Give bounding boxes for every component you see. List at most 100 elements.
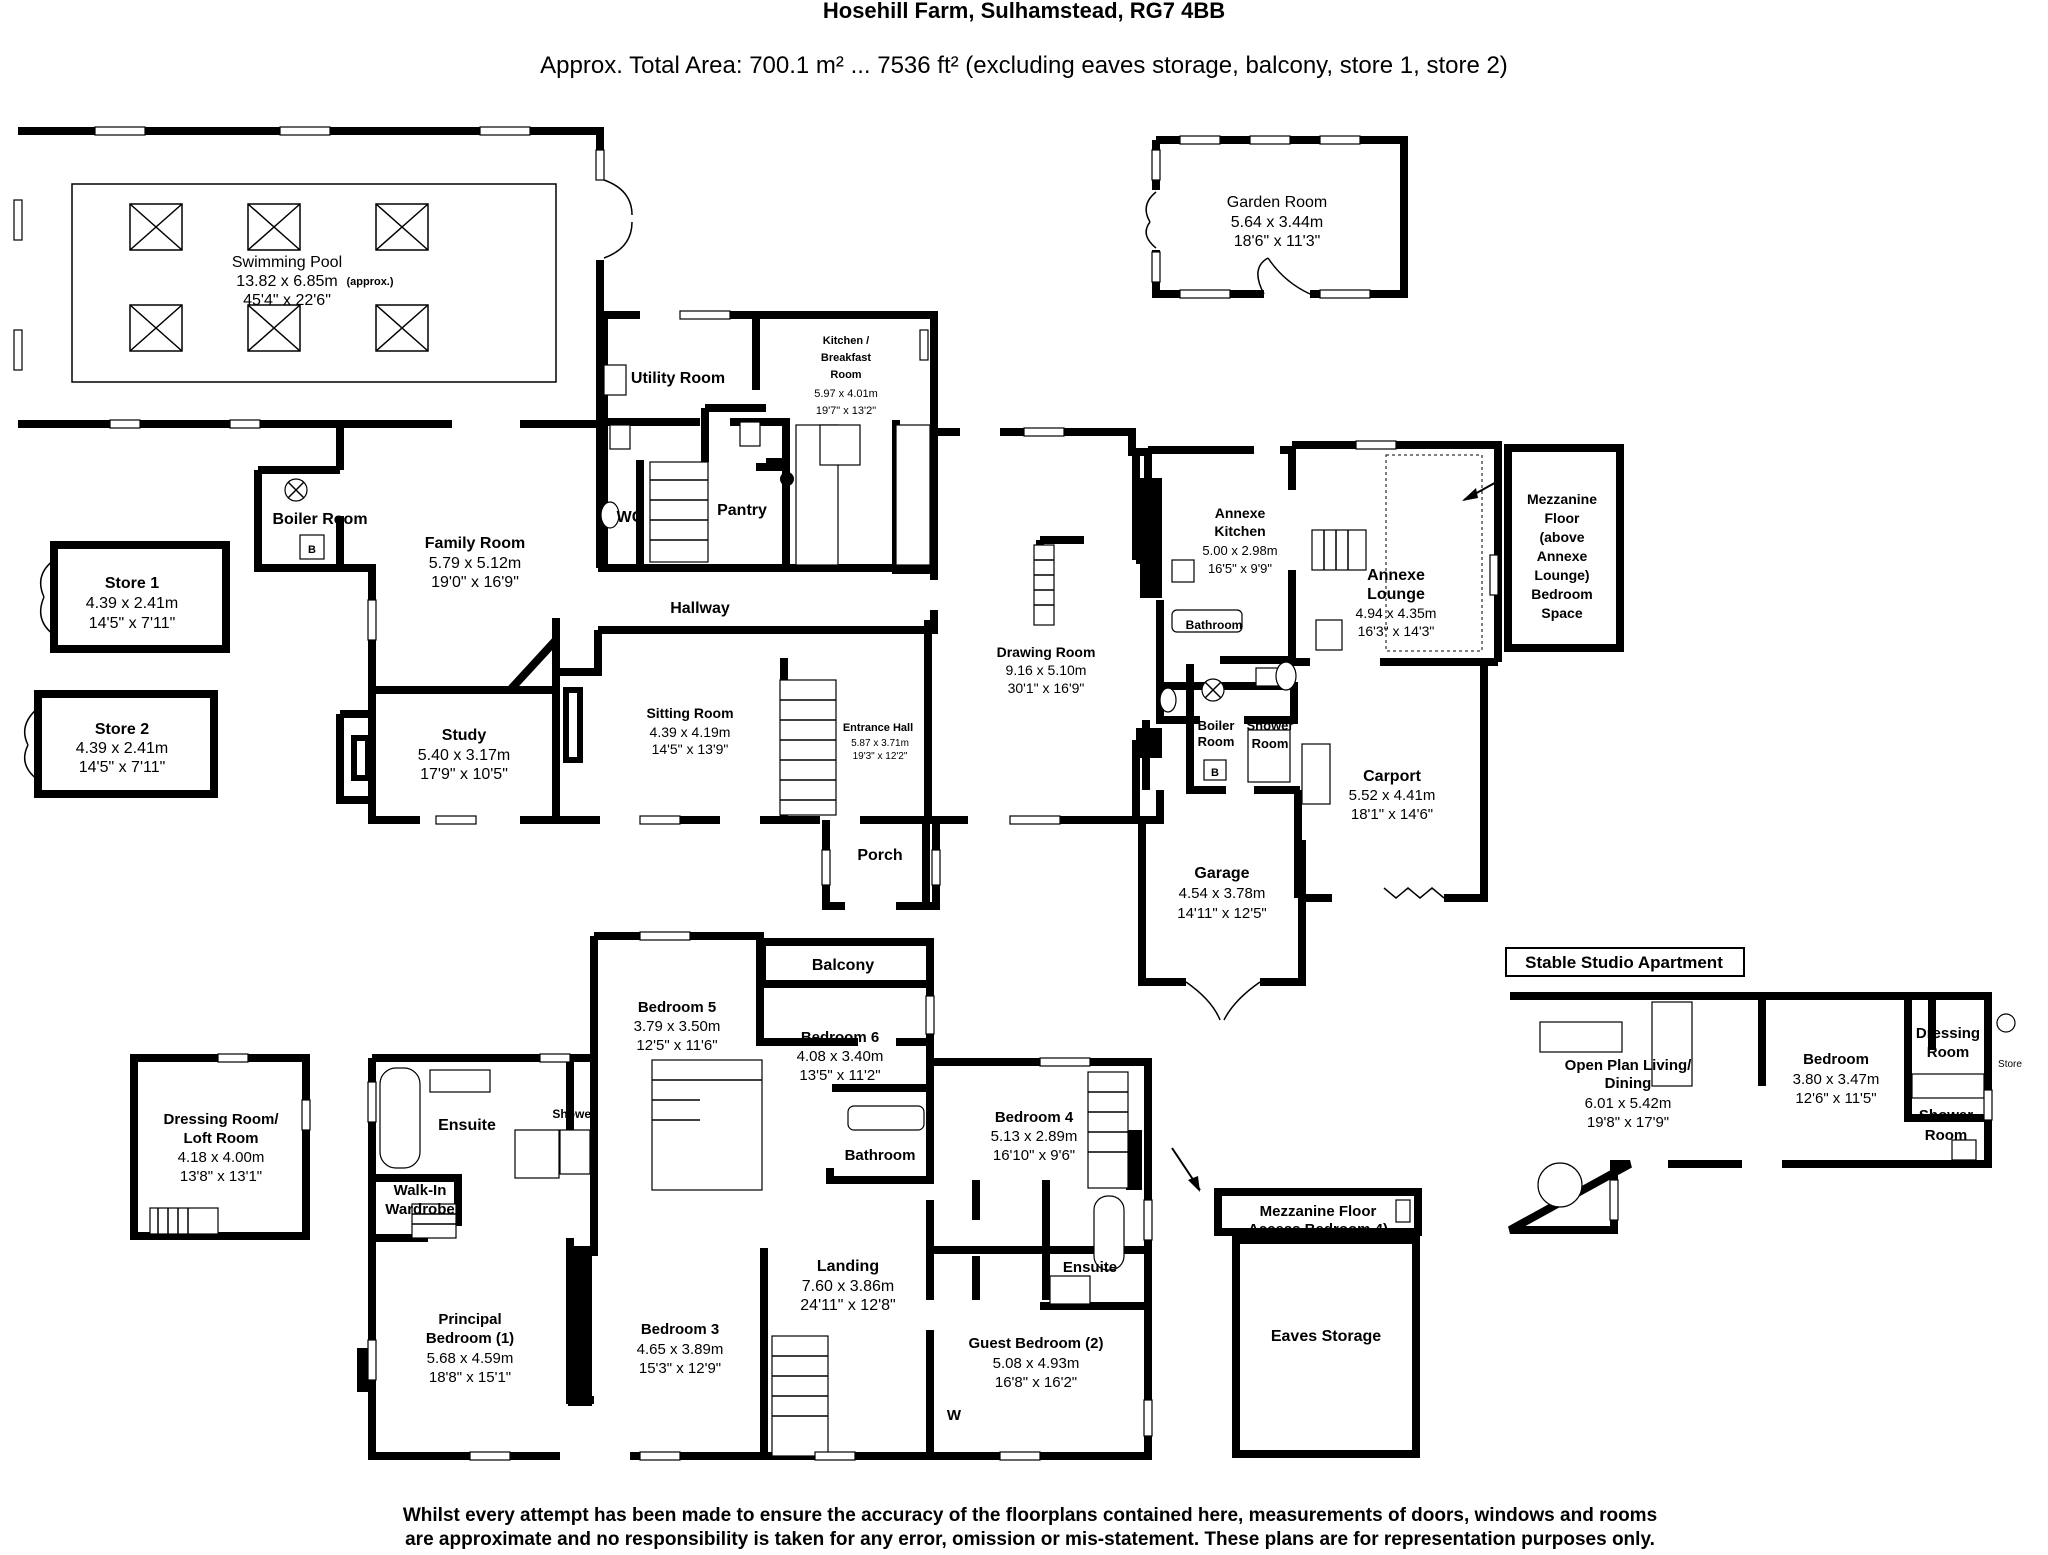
disclaimer-line-2: are approximate and no responsibility is…	[405, 1529, 1655, 1550]
shower-principal-label: Shower	[552, 1107, 596, 1121]
eaves-storage-walls	[1171, 1147, 1422, 1458]
drawing-room-imperial: 30'1" x 16'9"	[1008, 680, 1085, 696]
guest-bedroom-imperial: 16'8" x 16'2"	[995, 1374, 1077, 1391]
page-title: Hosehill Farm, Sulhamstead, RG7 4BB	[822, 0, 1226, 23]
garden-room-name: Garden Room	[1227, 194, 1328, 211]
annexe-shower-label-1: Shower	[1247, 718, 1294, 733]
annexe-lounge-imperial: 16'3" x 14'3"	[1358, 623, 1435, 639]
landing-imperial: 24'11" x 12'8"	[800, 1297, 895, 1314]
annexe-lounge-label-2: Lounge	[1367, 586, 1425, 603]
swimming-pool-metric: 13.82 x 6.85m	[236, 273, 337, 290]
kitchen-metric: 5.97 x 4.01m	[814, 388, 878, 400]
stable-studio-walls	[1505, 947, 2016, 1234]
principal-bedroom-metric: 5.68 x 4.59m	[427, 1350, 514, 1367]
bedroom6-imperial: 13'5" x 11'2"	[799, 1067, 880, 1084]
mezzanine-annexe-line-1: Mezzanine	[1527, 491, 1597, 507]
swimming-pool-name: Swimming Pool	[232, 254, 342, 271]
study-label: Study	[442, 727, 487, 744]
stable-shower-label-1: Shower	[1919, 1107, 1973, 1124]
store1-label: Store 1	[105, 575, 159, 592]
stable-store-label: Store	[1998, 1059, 2022, 1070]
first-floor-fittings	[357, 931, 1153, 1461]
dressing-loft-label-2: Loft Room	[184, 1130, 259, 1147]
annexe-kitchen-label-2: Kitchen	[1214, 523, 1265, 539]
eaves-storage-label: Eaves Storage	[1271, 1328, 1381, 1345]
carport-imperial: 18'1" x 14'6"	[1351, 806, 1433, 823]
garage-label: Garage	[1194, 865, 1249, 882]
principal-bedroom-label-1: Principal	[438, 1311, 501, 1328]
mezzanine-annexe-line-3: (above	[1539, 529, 1584, 545]
stable-dressing-label-1: Dressing	[1916, 1025, 1980, 1042]
bedroom3-metric: 4.65 x 3.89m	[637, 1341, 724, 1358]
sitting-room-metric: 4.39 x 4.19m	[650, 724, 731, 740]
bedroom4-imperial: 16'10" x 9'6"	[993, 1147, 1075, 1164]
annexe-kitchen-label-1: Annexe	[1215, 505, 1266, 521]
annexe-lounge-label-1: Annexe	[1367, 567, 1425, 584]
mezzanine-bed4-line-1: Mezzanine Floor	[1260, 1203, 1377, 1220]
principal-bedroom-imperial: 18'8" x 15'1"	[429, 1369, 511, 1386]
drawing-room-metric: 9.16 x 5.10m	[1006, 662, 1087, 678]
store2-metric: 4.39 x 2.41m	[76, 740, 169, 757]
study-metric: 5.40 x 3.17m	[418, 747, 511, 764]
garden-room-walls	[1145, 135, 1408, 299]
stable-bedroom-label: Bedroom	[1803, 1051, 1869, 1068]
ensuite-principal-label: Ensuite	[438, 1117, 496, 1134]
dressing-loft-metric: 4.18 x 4.00m	[178, 1149, 265, 1166]
mezzanine-bed4-line-2: Access Bedroom 4)	[1248, 1221, 1388, 1238]
store1-metric: 4.39 x 2.41m	[86, 595, 179, 612]
swimming-pool-imperial: 45'4" x 22'6"	[243, 292, 331, 309]
bedroom6-metric: 4.08 x 3.40m	[797, 1048, 884, 1065]
stable-living-metric: 6.01 x 5.42m	[1585, 1095, 1672, 1112]
drawing-room-label: Drawing Room	[997, 644, 1096, 660]
mezzanine-annexe-line-5: Lounge)	[1534, 567, 1589, 583]
sitting-room-imperial: 14'5" x 13'9"	[652, 741, 729, 757]
boiler-badge: B	[308, 544, 316, 556]
balcony-label: Balcony	[812, 957, 874, 974]
stable-shower-label-2: Room	[1925, 1127, 1968, 1144]
kitchen-label-1: Kitchen /	[823, 335, 869, 347]
bedroom3-imperial: 15'3" x 12'9"	[639, 1360, 721, 1377]
dressing-loft-walls	[130, 1053, 311, 1240]
bedroom6-label: Bedroom 6	[801, 1029, 879, 1046]
guest-bedroom-label: Guest Bedroom (2)	[968, 1335, 1103, 1352]
walk-in-wardrobe-label-2: Wardrobe	[385, 1201, 454, 1218]
garage-imperial: 14'11" x 12'5"	[1177, 905, 1267, 922]
carport-metric: 5.52 x 4.41m	[1349, 787, 1436, 804]
page-subtitle: Approx. Total Area: 700.1 m² ... 7536 ft…	[540, 52, 1508, 79]
bedroom3-label: Bedroom 3	[641, 1321, 719, 1338]
store2-imperial: 14'5" x 7'11"	[79, 759, 166, 776]
annexe-kitchen-imperial: 16'5" x 9'9"	[1208, 561, 1272, 576]
stable-bedroom-imperial: 12'6" x 11'5"	[1795, 1090, 1876, 1107]
annexe-shower-label-2: Room	[1252, 736, 1289, 751]
walk-in-wardrobe-label-1: Walk-In	[394, 1182, 447, 1199]
porch-label: Porch	[857, 847, 902, 864]
guest-wardrobe-label: W	[947, 1407, 962, 1424]
bedroom5-imperial: 12'5" x 11'6"	[636, 1037, 717, 1054]
garage-metric: 4.54 x 3.78m	[1179, 885, 1266, 902]
disclaimer-line-1: Whilst every attempt has been made to en…	[402, 1505, 1658, 1526]
hallway-label: Hallway	[670, 600, 730, 617]
annexe-bathroom-label: Bathroom	[1186, 618, 1243, 632]
kitchen-label-2: Breakfast	[821, 352, 871, 364]
annexe-boiler-label-2: Room	[1198, 734, 1235, 749]
mezzanine-annexe-line-7: Space	[1541, 605, 1582, 621]
pantry-label: Pantry	[717, 502, 767, 519]
entrance-hall-imperial: 19'3" x 12'2"	[853, 751, 908, 762]
stable-living-imperial: 19'8" x 17'9"	[1587, 1114, 1669, 1131]
bedroom4-label: Bedroom 4	[995, 1109, 1074, 1126]
family-room-metric: 5.79 x 5.12m	[429, 555, 522, 572]
landing-metric: 7.60 x 3.86m	[802, 1278, 895, 1295]
stable-dressing-label-2: Room	[1927, 1044, 1970, 1061]
dressing-loft-label-1: Dressing Room/	[163, 1111, 279, 1128]
bedroom4-metric: 5.13 x 2.89m	[991, 1128, 1078, 1145]
family-room-label: Family Room	[425, 535, 525, 552]
first-bathroom-label: Bathroom	[845, 1147, 916, 1164]
annexe-boiler-badge: B	[1211, 767, 1219, 779]
stable-bedroom-metric: 3.80 x 3.47m	[1793, 1071, 1880, 1088]
mezzanine-annexe-line-2: Floor	[1545, 510, 1581, 526]
annexe-kitchen-metric: 5.00 x 2.98m	[1202, 543, 1277, 558]
stable-living-label-2: Dining	[1605, 1075, 1652, 1092]
boiler-room-label: Boiler Room	[272, 511, 367, 528]
principal-bedroom-label-2: Bedroom (1)	[426, 1330, 514, 1347]
